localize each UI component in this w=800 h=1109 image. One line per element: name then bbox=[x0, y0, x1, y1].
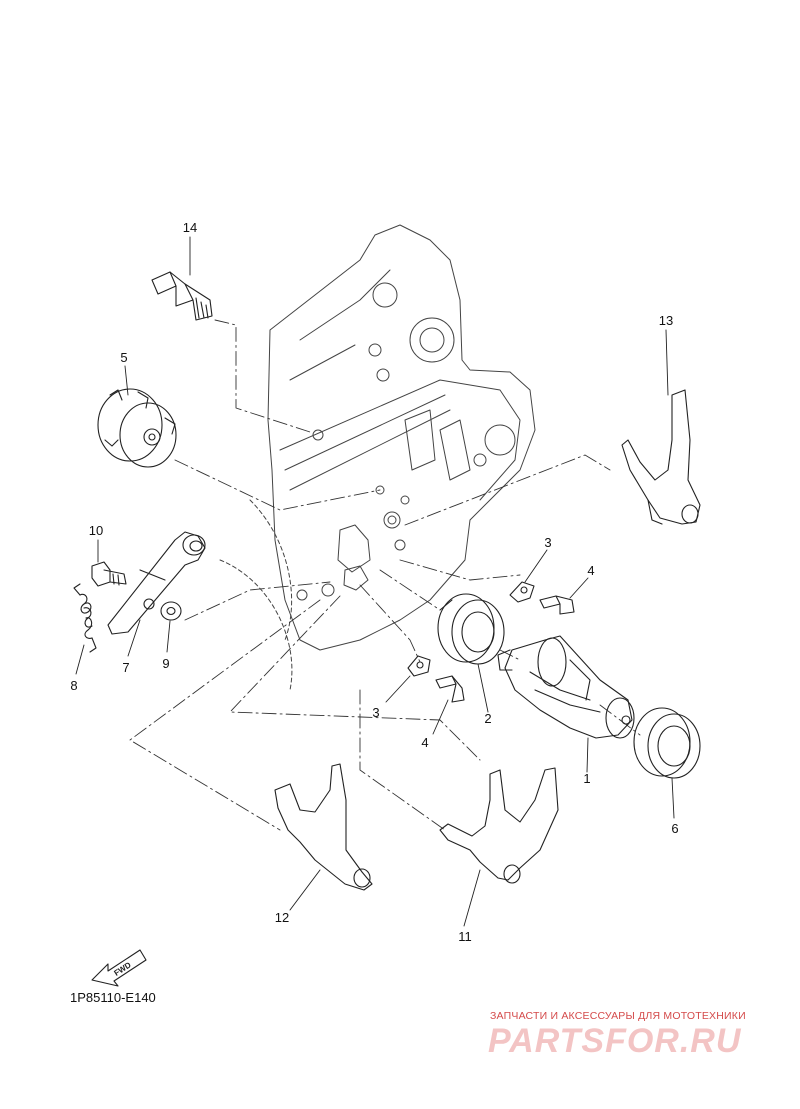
stopper-plate-part-3-lower bbox=[407, 655, 431, 677]
callout-7: 7 bbox=[122, 660, 129, 675]
callout-10: 10 bbox=[89, 523, 103, 538]
shift-fork-part-11 bbox=[439, 767, 559, 884]
washer-part-9 bbox=[160, 601, 182, 621]
fwd-arrow-icon: FWD bbox=[91, 949, 147, 987]
callout-8: 8 bbox=[70, 678, 77, 693]
segment-part-5 bbox=[97, 388, 177, 468]
bolt-part-4-lower bbox=[435, 675, 465, 703]
callout-5: 5 bbox=[120, 350, 127, 365]
callout-4-lower: 4 bbox=[421, 735, 428, 750]
watermark-logo: PARTSFOR.RU bbox=[488, 1022, 742, 1060]
stud-bolt-part-14 bbox=[151, 271, 213, 321]
callout-3-upper: 3 bbox=[544, 535, 551, 550]
callout-11: 11 bbox=[458, 929, 472, 944]
callout-6: 6 bbox=[671, 821, 678, 836]
spring-part-8 bbox=[73, 583, 97, 653]
leader-lines bbox=[129, 319, 641, 831]
callout-9: 9 bbox=[162, 656, 169, 671]
shift-drum-part-1 bbox=[497, 635, 635, 739]
callout-12: 12 bbox=[275, 910, 289, 925]
callout-14: 14 bbox=[183, 220, 197, 235]
crankcase-outline bbox=[219, 224, 536, 691]
stopper-plate-part-3-upper bbox=[509, 581, 535, 603]
callout-2: 2 bbox=[484, 711, 491, 726]
bolt-part-4-upper bbox=[539, 595, 575, 615]
shift-lever-part-7 bbox=[107, 531, 206, 635]
bearing-part-6 bbox=[633, 707, 701, 779]
callout-pointers bbox=[75, 236, 675, 927]
shift-fork-part-13 bbox=[621, 389, 701, 525]
callout-3-lower: 3 bbox=[372, 705, 379, 720]
diagram-code: 1P85110-E140 bbox=[70, 990, 156, 1005]
bolt-part-10 bbox=[91, 561, 127, 587]
bearing-part-2 bbox=[437, 593, 505, 665]
shift-fork-part-12 bbox=[274, 763, 373, 891]
callout-13: 13 bbox=[659, 313, 673, 328]
callout-4-upper: 4 bbox=[587, 563, 594, 578]
watermark-tagline: ЗАПЧАСТИ И АКСЕССУАРЫ ДЛЯ МОТОТЕХНИКИ bbox=[490, 1010, 746, 1022]
callout-1: 1 bbox=[583, 771, 590, 786]
